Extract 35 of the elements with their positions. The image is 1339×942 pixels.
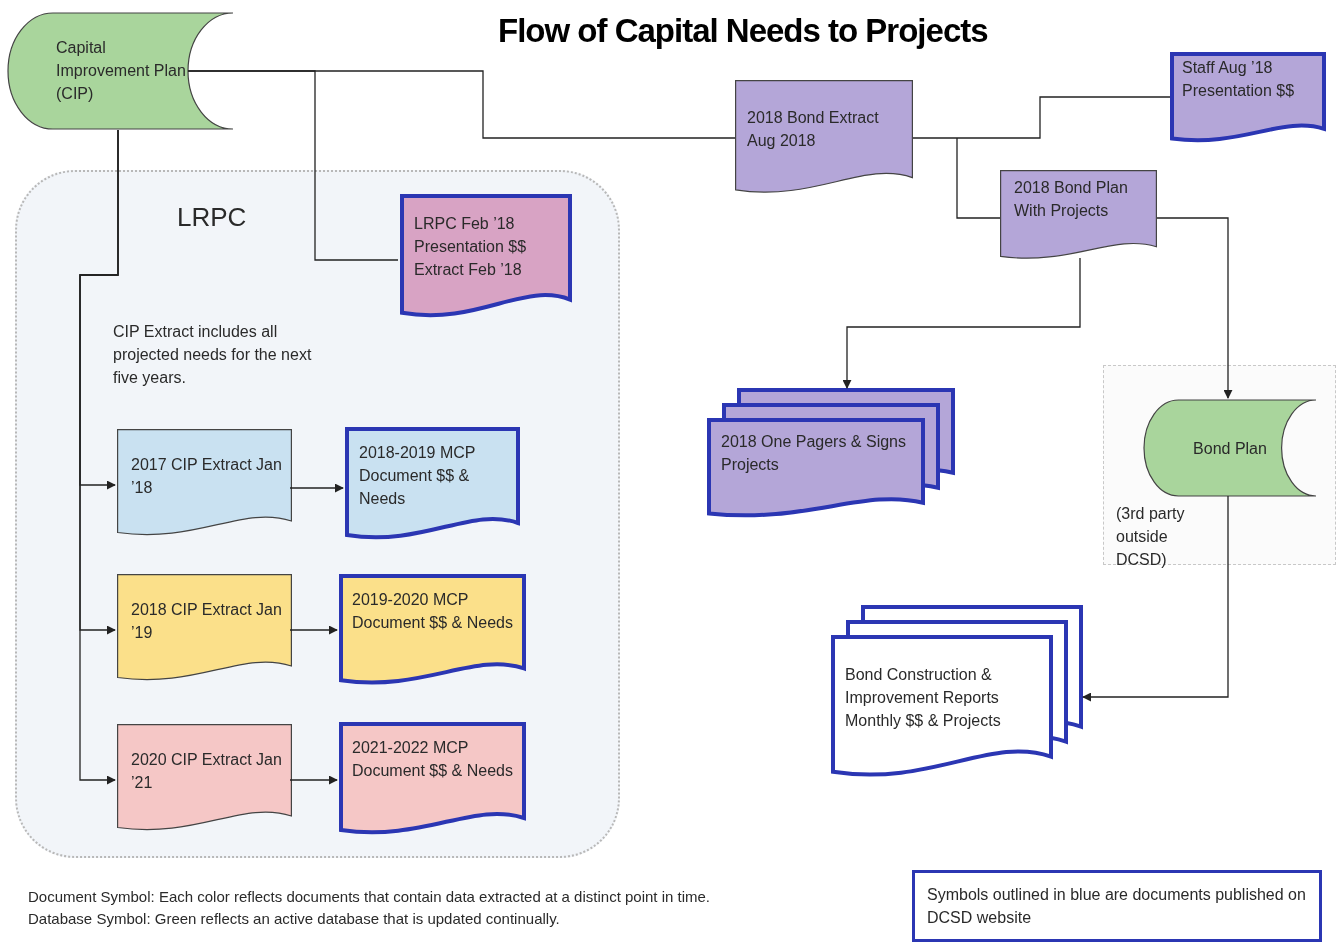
node-text: 2018-2019 MCP Document $$ & Needs: [359, 443, 477, 509]
node-text: 2018 CIP Extract Jan ’19: [131, 600, 283, 643]
node-text: LRPC Feb ’18 Presentation $$ Extract Feb ’18: [414, 214, 528, 280]
note-box: [912, 870, 1322, 942]
group-region: [15, 170, 620, 858]
node-text: 2018 Bond Extract Aug 2018: [747, 108, 880, 151]
node-text: 2017 CIP Extract Jan ’18: [131, 455, 283, 498]
node-text: Bond Plan: [1192, 439, 1268, 459]
arrow: [79, 129, 119, 785]
node-text: Bond Construction & Improvement Reports Monthly $$ & Projects: [845, 665, 1002, 731]
arrow: [289, 483, 344, 493]
node-text: 2018 Bond Plan With Projects: [1014, 178, 1129, 221]
node-text: (3rd party outside DCSD): [1116, 504, 1186, 570]
arrow: [289, 625, 338, 635]
node-text: Staff Aug ’18 Presentation $$: [1182, 58, 1296, 101]
note-text: Database Symbol: Green reflects an active database that is updated continually.: [28, 909, 560, 929]
arrow: [289, 775, 338, 785]
connector-line: [912, 96, 1171, 139]
connector-line: [187, 70, 736, 139]
node-text: 2018 One Pagers & Signs Projects: [721, 432, 907, 475]
node-text: 2019-2020 MCP Document $$ & Needs: [352, 590, 514, 633]
node-text: Symbols outlined in blue are documents published on DCSD website: [927, 885, 1307, 928]
node-text: Capital Improvement Plan (CIP): [56, 38, 186, 104]
note-text: Document Symbol: Each color reflects documents that contain data extracted at a distinct point in time.: [28, 887, 710, 907]
title: Flow of Capital Needs to Projects: [498, 11, 988, 51]
connector-line: [956, 137, 1001, 219]
note-text: CIP Extract includes all projected needs for the next five years.: [113, 322, 313, 388]
arrow: [842, 257, 1081, 389]
node-text: LRPC: [177, 206, 247, 229]
database-shape: [8, 12, 233, 130]
database-shape: [1144, 399, 1316, 497]
node-text: 2021-2022 MCP Document $$ & Needs: [352, 738, 514, 781]
node-text: 2020 CIP Extract Jan ’21: [131, 750, 283, 793]
arrow: [1156, 217, 1233, 399]
arrow: [1082, 495, 1229, 702]
